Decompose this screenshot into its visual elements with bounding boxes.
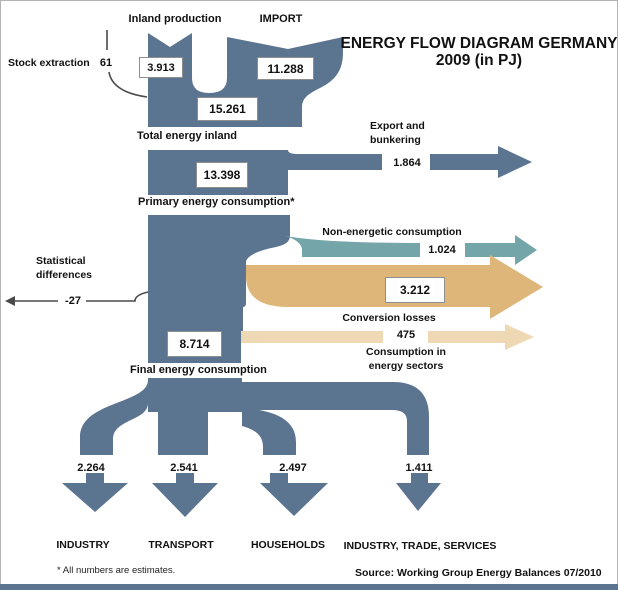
- statistical-differences-value: -27: [65, 295, 81, 307]
- households-label: HOUSEHOLDS: [250, 539, 326, 551]
- non-energetic-branch-bend: [276, 234, 420, 257]
- diagram-title-line1: ENERGY FLOW DIAGRAM GERMANY: [340, 35, 618, 52]
- industry-trade-services-arrowhead: [396, 483, 441, 511]
- energy-sectors-arrow: [428, 324, 534, 350]
- import-value-box: 11.288: [257, 57, 314, 80]
- industry-label: INDUSTRY: [56, 539, 110, 551]
- households-value: 2.497: [279, 462, 307, 474]
- total-energy-inland-value-box: 15.261: [197, 97, 258, 121]
- source-credit: Source: Working Group Energy Balances 07…: [355, 567, 602, 579]
- final-energy-value-box: 8.714: [167, 331, 222, 357]
- transport-arrow-neck: [176, 473, 194, 483]
- export-and-bunkering-label: Export and bunkering: [370, 120, 425, 146]
- conversion-losses-arrowhead: [490, 255, 543, 319]
- transport-pipe: [158, 402, 208, 455]
- consumption-in-energy-sectors-label: Consumption in energy sectors: [366, 346, 446, 372]
- industry-trade-services-pipe: [242, 382, 429, 455]
- stock-extraction-label: Stock extraction: [8, 57, 90, 69]
- stock-extraction-curve: [108, 71, 148, 98]
- non-energetic-branch-arrow: [465, 235, 537, 265]
- industry-arrowhead: [62, 483, 128, 512]
- conversion-losses-value-box: 3.212: [385, 277, 445, 303]
- inland-production-label: Inland production: [128, 13, 222, 25]
- industry-trade-services-label: INDUSTRY, TRADE, SERVICES: [343, 540, 497, 552]
- statistical-differences-arrowhead: [5, 296, 15, 306]
- industry-arrow-neck: [86, 473, 104, 483]
- total-energy-inland-label: Total energy inland: [137, 130, 238, 142]
- non-energetic-value: 1.024: [428, 244, 456, 256]
- households-arrowhead: [260, 483, 328, 516]
- inland-production-value-box: 3.913: [139, 57, 183, 78]
- stock-extraction-value: 61: [99, 57, 113, 69]
- industry-trade-services-arrow-neck: [411, 473, 428, 483]
- primary-energy-consumption-label: Primary energy consumption*: [138, 196, 295, 208]
- bottom-edge-strip: [0, 584, 618, 590]
- transport-arrowhead: [152, 483, 218, 517]
- import-label: IMPORT: [259, 13, 303, 25]
- non-energetic-consumption-label: Non-energetic consumption: [322, 226, 462, 238]
- conversion-losses-branch: [246, 265, 490, 307]
- energy-sectors-value: 475: [396, 329, 416, 341]
- households-pipe: [242, 408, 296, 455]
- main-trunk: [148, 215, 290, 363]
- industry-value: 2.264: [77, 462, 105, 474]
- diagram-title-line2: 2009 (in PJ): [435, 52, 523, 69]
- footnote: * All numbers are estimates.: [57, 565, 176, 576]
- export-branch-arrow: [430, 146, 532, 178]
- export-and-bunkering-value: 1.864: [393, 157, 421, 169]
- statistical-differences-label: Statistical differences: [36, 255, 93, 281]
- inland-import-merge-flow: [148, 33, 343, 127]
- transport-value: 2.541: [170, 462, 198, 474]
- conversion-losses-label: Conversion losses: [342, 312, 436, 324]
- primary-energy-value-box: 13.398: [196, 162, 248, 188]
- households-arrow-neck: [270, 473, 288, 483]
- statistical-differences-line-right: [86, 291, 149, 302]
- transport-label: TRANSPORT: [148, 539, 214, 551]
- industry-pipe: [80, 380, 148, 455]
- export-branch-shaft: [288, 150, 382, 170]
- energy-sectors-shaft: [241, 331, 383, 343]
- final-energy-consumption-label: Final energy consumption: [130, 364, 267, 376]
- industry-trade-services-value: 1.411: [405, 462, 433, 474]
